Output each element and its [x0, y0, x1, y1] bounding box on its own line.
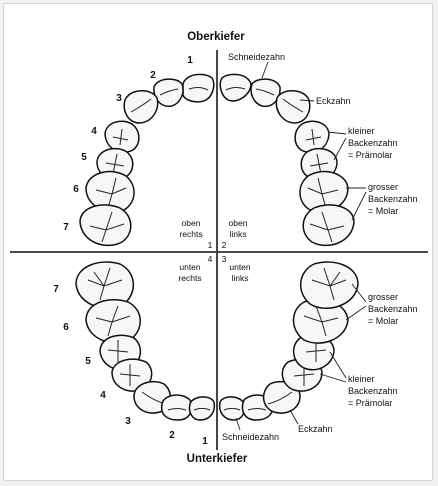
- upper-tooth-right-2: [153, 78, 184, 108]
- upper-tooth-number: 2: [150, 70, 156, 81]
- upper-tooth-left-4: [294, 120, 330, 154]
- upper-tooth-right-7: [79, 204, 132, 247]
- quadrant-upper-left-line2: links: [229, 229, 246, 239]
- quadrant-upper-right-line1: oben: [182, 218, 201, 228]
- label-upper-molar-line2: Backenzahn: [368, 194, 418, 204]
- lower-jaw-title: Unterkiefer: [187, 453, 248, 465]
- quadrant-upper-left-number: 2: [222, 240, 227, 250]
- label-lower-molar-line3: = Molar: [368, 316, 398, 326]
- lower-tooth-number: 3: [125, 416, 131, 427]
- quadrant-lower-left-number: 3: [222, 254, 227, 264]
- upper-tooth-right-4: [104, 120, 140, 154]
- lower-tooth-number: 7: [53, 284, 59, 295]
- label-upper-premolar-line2: Backenzahn: [348, 138, 398, 148]
- lower-tooth-number: 5: [85, 356, 91, 367]
- lower-tooth-right-2: [160, 394, 193, 421]
- upper-tooth-left-7: [302, 204, 355, 247]
- label-upper-incisor: Schneidezahn: [228, 52, 285, 62]
- upper-jaw-arch: [79, 73, 355, 247]
- label-lower-molar-line2: Backenzahn: [368, 304, 418, 314]
- quadrant-lower-left-line2: links: [231, 273, 248, 283]
- label-upper-premolar-line3: = Prämolar: [348, 150, 392, 160]
- quadrant-lower-right-number: 4: [208, 254, 213, 264]
- quadrant-lower-left-line1: unten: [229, 262, 251, 272]
- lower-tooth-number: 2: [169, 430, 175, 441]
- quadrant-upper-right-line2: rechts: [179, 229, 202, 239]
- quadrant-lower-right-line2: rechts: [178, 273, 201, 283]
- label-upper-premolar-line1: kleiner: [348, 126, 375, 136]
- label-upper-molar-line1: grosser: [368, 182, 398, 192]
- label-lower-incisor: Schneidezahn: [222, 432, 279, 442]
- leader-upper-premolar-2: [333, 137, 347, 161]
- upper-tooth-left-2: [250, 78, 281, 108]
- upper-tooth-right-3: [123, 90, 159, 124]
- label-upper-molar-line3: = Molar: [368, 206, 398, 216]
- upper-tooth-number: 5: [81, 152, 87, 163]
- leader-lower-premolar-2: [319, 373, 347, 383]
- label-lower-premolar-line3: = Prämolar: [348, 398, 392, 408]
- label-upper-canine: Eckzahn: [316, 96, 351, 106]
- lower-tooth-number: 6: [63, 322, 69, 333]
- label-lower-premolar-line2: Backenzahn: [348, 386, 398, 396]
- lower-tooth-number: 4: [100, 390, 106, 401]
- leader-lower-incisor: [235, 417, 241, 431]
- leader-upper-incisor: [261, 61, 269, 79]
- leader-lower-molar-2: [345, 305, 367, 321]
- upper-tooth-left-3: [275, 90, 311, 124]
- quadrant-lower-right-line1: unten: [179, 262, 201, 272]
- upper-tooth-number: 6: [73, 184, 79, 195]
- upper-tooth-right-1: [182, 73, 215, 103]
- upper-tooth-number: 4: [91, 126, 97, 137]
- upper-tooth-number: 1: [187, 55, 193, 66]
- upper-tooth-number: 3: [116, 93, 122, 104]
- lower-tooth-number: 1: [202, 436, 208, 447]
- lower-jaw-arch: [75, 261, 359, 421]
- upper-jaw-title: Oberkiefer: [187, 31, 245, 43]
- quadrant-upper-left-line1: oben: [229, 218, 248, 228]
- label-lower-premolar-line1: kleiner: [348, 374, 375, 384]
- label-lower-molar-line1: grosser: [368, 292, 398, 302]
- leader-upper-molar-2: [351, 191, 367, 221]
- figure-frame: [3, 3, 433, 481]
- leader-lower-premolar: [329, 351, 347, 379]
- leader-lower-canine: [289, 409, 299, 425]
- leader-upper-canine: [299, 99, 315, 102]
- upper-tooth-number: 7: [63, 222, 69, 233]
- leader-lower-molar: [351, 283, 367, 303]
- label-lower-canine: Eckzahn: [298, 424, 333, 434]
- leader-upper-premolar: [327, 131, 347, 135]
- quadrant-upper-right-number: 1: [208, 240, 213, 250]
